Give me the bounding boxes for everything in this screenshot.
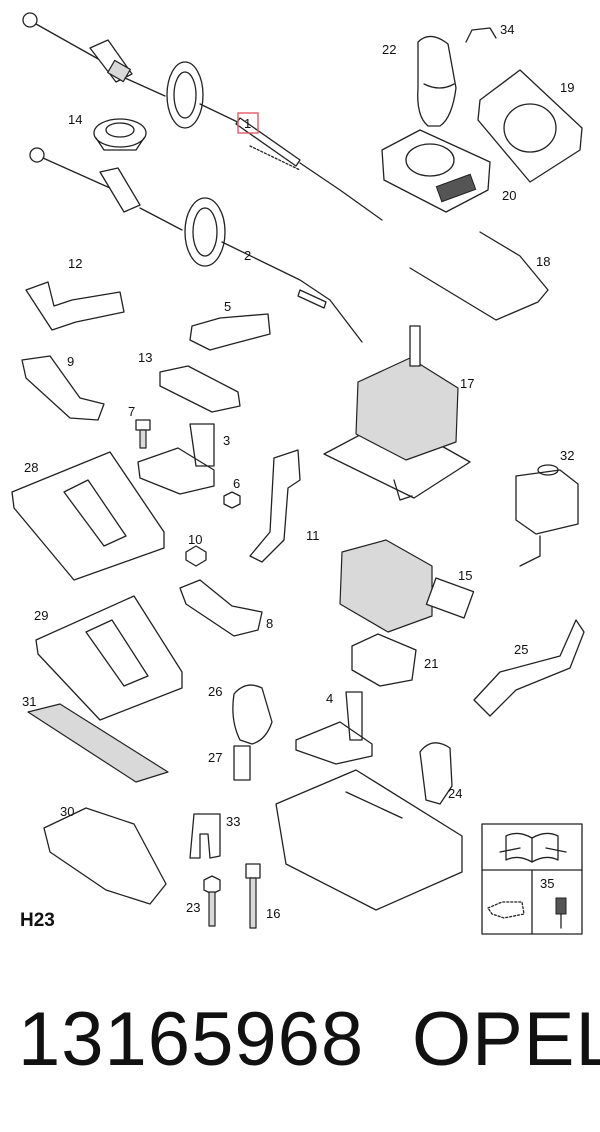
callout-27: 27 — [208, 750, 222, 765]
part-30-housing — [43, 807, 167, 905]
callout-32: 32 — [560, 448, 574, 463]
part-18-wiring-harness — [409, 231, 549, 321]
callout-9: 9 — [67, 354, 74, 369]
callout-21: 21 — [424, 656, 438, 671]
part-12-bracket — [25, 281, 125, 331]
legend-box — [481, 823, 583, 935]
callout-26: 26 — [208, 684, 222, 699]
part-29-console-cover — [35, 595, 183, 721]
section-code: H23 — [20, 910, 55, 931]
callout-7: 7 — [128, 404, 135, 419]
part-8-bracket — [179, 579, 263, 637]
callout-18: 18 — [536, 254, 550, 269]
part-9-lever — [21, 355, 105, 421]
part-14-grommet — [93, 118, 147, 151]
callout-34: 34 — [500, 22, 514, 37]
callout-2: 2 — [244, 248, 251, 263]
part-5-connector-bracket — [189, 313, 271, 351]
callout-labels: 1 2 3 4 5 6 7 8 9 10 11 12 13 14 15 16 1… — [22, 22, 574, 921]
part-11-lever — [249, 449, 301, 563]
callout-33: 33 — [226, 814, 240, 829]
callout-13: 13 — [138, 350, 152, 365]
part-20-shift-bezel — [381, 129, 491, 213]
part-6-nut — [223, 491, 241, 509]
part-24-shifter-assembly — [275, 742, 463, 911]
part-22-shift-knob — [417, 35, 457, 127]
callout-35: 35 — [540, 876, 554, 891]
part-16-bolt — [245, 863, 261, 929]
callout-31: 31 — [22, 694, 36, 709]
part-13-plate — [159, 365, 241, 413]
part-number: 13165968 — [18, 997, 365, 1082]
callout-28: 28 — [24, 460, 38, 475]
repair-manual-icon — [499, 832, 567, 863]
oil-can-icon — [487, 901, 525, 919]
part-2-cable-lower — [29, 147, 363, 343]
highlight-box — [237, 112, 259, 134]
part-31-indicator-strip — [27, 703, 169, 783]
part-19-surround-trim — [477, 69, 583, 183]
exploded-parts-diagram: 1 2 3 4 5 6 7 8 9 10 11 12 13 14 15 16 1… — [11, 12, 585, 935]
part-28-console-cover — [11, 451, 165, 581]
switch-icon — [555, 897, 567, 929]
callout-11: 11 — [306, 528, 320, 543]
part-33-clip — [189, 813, 221, 859]
callout-10: 10 — [188, 532, 202, 547]
part-15-motor — [339, 539, 475, 633]
callout-16: 16 — [266, 906, 280, 921]
callout-23: 23 — [186, 900, 200, 915]
callout-29: 29 — [34, 608, 48, 623]
callout-1: 1 — [244, 116, 251, 131]
callout-12: 12 — [68, 256, 82, 271]
footer: 13165968 OPEL — [0, 990, 600, 1100]
callout-20: 20 — [502, 188, 516, 203]
callout-30: 30 — [60, 804, 74, 819]
callout-24: 24 — [448, 786, 462, 801]
callout-17: 17 — [460, 376, 474, 391]
part-1-cable-upper — [22, 12, 383, 221]
callout-8: 8 — [266, 616, 273, 631]
callout-22: 22 — [382, 42, 396, 57]
brand-name: OPEL — [412, 997, 600, 1082]
callout-4: 4 — [326, 691, 333, 706]
part-21-gasket — [351, 633, 417, 687]
callout-19: 19 — [560, 80, 574, 95]
part-4-bracket — [295, 691, 373, 765]
part-25-cable-bracket — [473, 619, 585, 717]
callout-5: 5 — [224, 299, 231, 314]
part-26-knob — [232, 684, 273, 745]
part-23-bolt — [203, 875, 221, 927]
callout-3: 3 — [223, 433, 230, 448]
part-10-nut — [185, 545, 207, 567]
callout-15: 15 — [458, 568, 472, 583]
part-17-selector-housing — [323, 325, 471, 501]
part-32-solenoid — [515, 464, 579, 567]
part-3-bracket — [137, 423, 215, 495]
part-34-clip — [465, 27, 497, 43]
callout-14: 14 — [68, 112, 82, 127]
part-27-sleeve — [233, 745, 251, 781]
part-7-bolt — [135, 419, 151, 449]
callout-25: 25 — [514, 642, 528, 657]
callout-6: 6 — [233, 476, 240, 491]
